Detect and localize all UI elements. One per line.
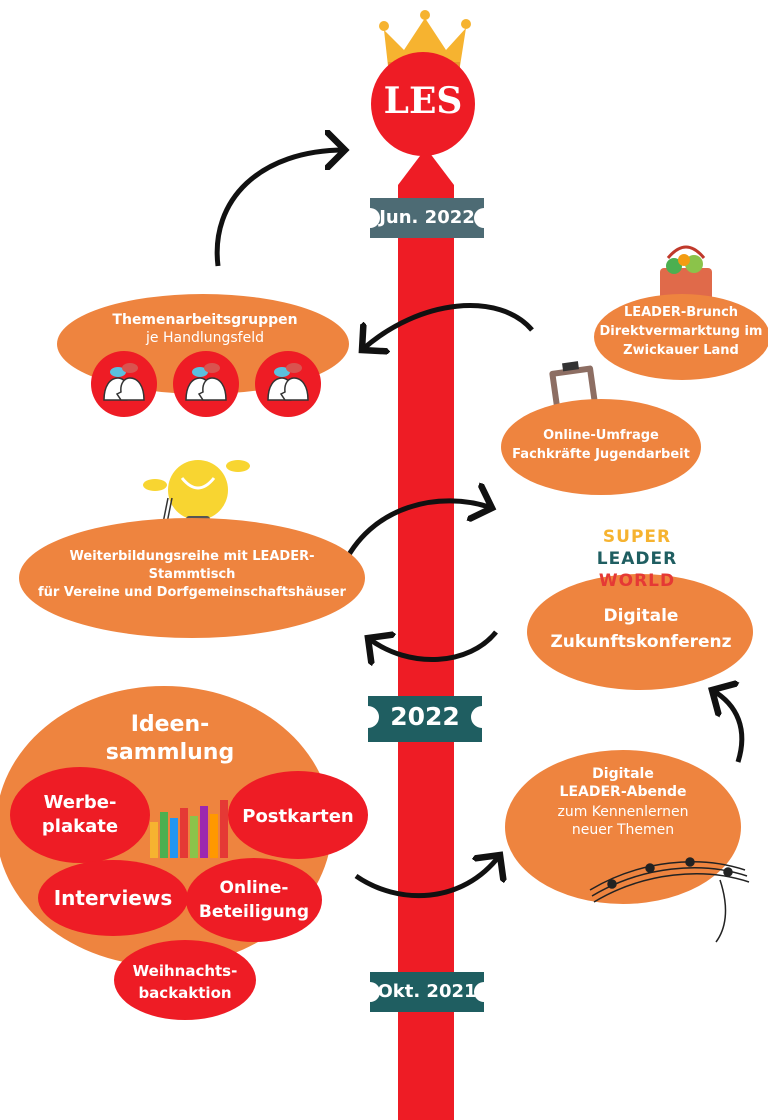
logo-world: WORLD — [598, 571, 676, 591]
les-circle — [371, 52, 475, 156]
brunch-line1: LEADER-Brunch — [623, 305, 739, 320]
weiterbildung-line2: Stammtisch — [148, 567, 236, 582]
postkarten-bubble — [228, 771, 368, 859]
milestone-okt-label: Okt. 2021 — [377, 981, 477, 1002]
online-line1: Online- — [219, 878, 289, 898]
konferenz-line2: Zukunftskonferenz — [550, 632, 732, 652]
timeline-bar — [398, 185, 454, 1120]
abende-line2: LEADER-Abende — [559, 784, 687, 800]
raised-hands-icon — [150, 800, 228, 858]
umfrage-line2: Fachkräfte Jugendarbeit — [512, 447, 690, 462]
werbeplakate-bubble — [10, 767, 150, 863]
milestone-okt-2021 — [370, 972, 484, 1012]
milestone-2022-label: 2022 — [390, 702, 460, 731]
interviews-bubble — [38, 860, 188, 936]
werbe-line2: plakate — [41, 816, 119, 837]
abende-line4: neuer Themen — [571, 822, 675, 838]
themen-subtitle: je Handlungsfeld — [146, 330, 264, 346]
milestone-jun-2022 — [370, 198, 484, 238]
online-beteiligung-bubble — [186, 858, 322, 942]
konferenz-bubble — [527, 574, 753, 690]
weihn-line1: Weihnachts- — [132, 962, 238, 980]
logo-super: SUPER — [602, 527, 672, 547]
milestone-jun-label: Jun. 2022 — [379, 207, 475, 228]
arrow-to-les — [214, 150, 345, 267]
ideen-title-2: sammlung — [105, 740, 235, 765]
brunch-bubble — [594, 294, 768, 380]
umfrage-bubble — [501, 399, 701, 495]
konferenz-line1: Digitale — [603, 606, 679, 626]
timeline-arrowhead — [398, 148, 454, 185]
brunch-line2: Direktvermarktung im — [599, 324, 763, 339]
weiterbildung-bubble — [19, 518, 365, 638]
arrow-to-umfrage — [339, 501, 492, 570]
umfrage-line1: Online-Umfrage — [543, 428, 659, 443]
ideen-title-1: Ideen- — [130, 712, 210, 737]
themen-title: Themenarbeitsgruppen — [112, 312, 298, 328]
weihnachts-bubble — [114, 940, 256, 1020]
werbe-line1: Werbe- — [43, 792, 117, 813]
logo-leader: LEADER — [596, 549, 678, 569]
les-label: LES — [383, 80, 463, 122]
milestone-2022 — [368, 696, 482, 742]
weihn-line2: backaktion — [138, 984, 232, 1002]
abende-line3: zum Kennenlernen — [557, 804, 689, 820]
online-line2: Beteiligung — [198, 902, 310, 922]
interviews-label: Interviews — [53, 886, 173, 910]
abende-line1: Digitale — [592, 766, 654, 782]
weiterbildung-line3: für Vereine und Dorfgemeinschaftshäuser — [38, 585, 346, 600]
postkarten-label: Postkarten — [242, 806, 354, 827]
weiterbildung-line1: Weiterbildungsreihe mit LEADER- — [69, 549, 315, 564]
people-talking-icon — [91, 351, 321, 417]
brunch-line3: Zwickauer Land — [623, 343, 739, 358]
arrow-to-konferenz — [712, 690, 745, 763]
abende-bubble — [505, 750, 741, 904]
arrow-to-weiterbildung — [368, 630, 498, 660]
arrow-to-themen — [362, 303, 534, 350]
arrow-to-abende — [354, 855, 500, 899]
music-notes-icon — [589, 857, 750, 943]
